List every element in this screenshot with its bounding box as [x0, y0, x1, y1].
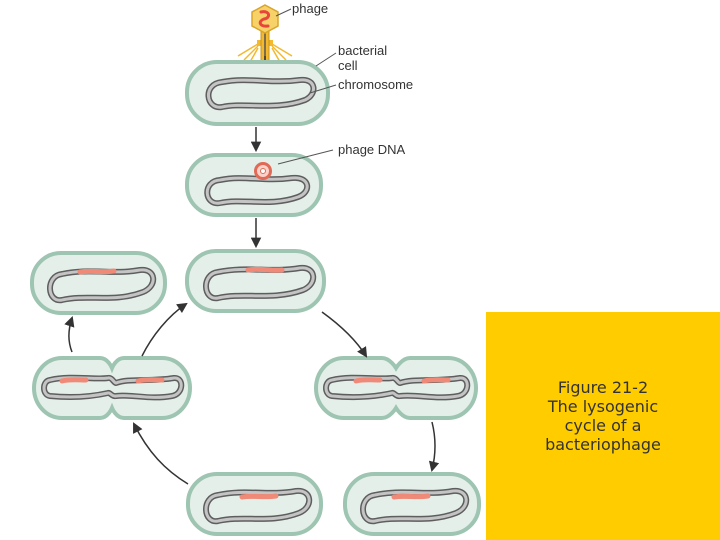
bacterial-cell-bottom-center: [186, 472, 323, 536]
dividing-cell-right: [313, 356, 479, 420]
phage-dna-strand-icon: [258, 10, 270, 28]
cycle-arrow-bottom-left: [133, 422, 189, 485]
bacterial-cell-label-line2: cell: [338, 58, 358, 73]
caption-line-4: bacteriophage: [545, 435, 661, 454]
bacterial-cell-2: [185, 153, 323, 217]
prophage-segment: [245, 266, 285, 273]
bacterial-cell-top-left: [30, 251, 167, 315]
phage-label: phage: [292, 1, 328, 16]
cycle-arrow-top-right: [321, 311, 368, 358]
bacterial-cell-1: [185, 60, 330, 126]
phage-dna-label: phage DNA: [338, 142, 406, 157]
bacterial-cell-prophage-top: [185, 249, 326, 313]
phage-icon: [237, 4, 293, 70]
caption-line-2: The lysogenic: [547, 397, 659, 416]
phage-dna-leader-line: [277, 149, 334, 165]
chromosome-label: chromosome: [338, 77, 413, 92]
caption-line-3: cycle of a: [564, 416, 642, 435]
phage-leader-line: [275, 8, 292, 17]
dividing-cell-left: [31, 356, 193, 420]
bacterial-cell-label-line1: bacterial: [338, 43, 387, 58]
bacterial-cell-leader-line: [315, 52, 337, 67]
caption-line-1: Figure 21-2: [557, 378, 649, 397]
bacterial-cell-bottom-right: [343, 472, 481, 536]
cycle-arrow-left-up: [64, 316, 75, 353]
chromosome-leader-line: [309, 84, 337, 94]
cycle-arrow-right-down: [428, 421, 440, 473]
caption-box: Figure 21-2 The lysogenic cycle of a bac…: [486, 312, 720, 540]
cycle-arrow-up-right: [141, 302, 188, 357]
